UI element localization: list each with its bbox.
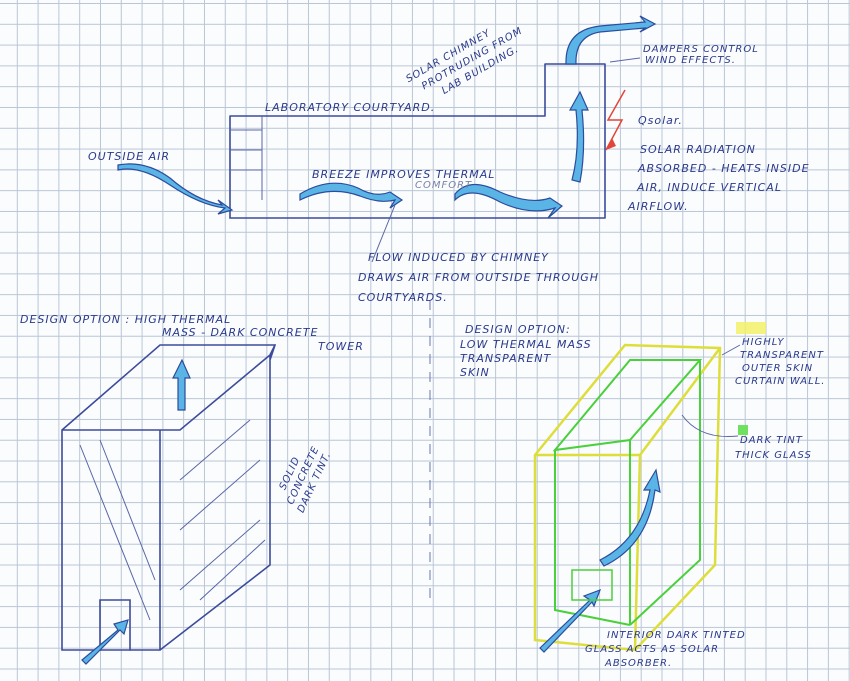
flow-label-line: FLOW INDUCED BY CHIMNEY bbox=[368, 251, 549, 264]
outer-skin-label-line: CURTAIN WALL. bbox=[735, 376, 825, 387]
flow-leader-line bbox=[371, 204, 396, 263]
interior-label-line: GLASS ACTS AS SOLAR bbox=[585, 644, 719, 655]
courtyard-label: LABORATORY COURTYARD. bbox=[265, 101, 435, 114]
lab-building-section bbox=[229, 63, 606, 219]
breeze-label: BREEZE IMPROVES THERMAL bbox=[312, 168, 495, 181]
glass-tower bbox=[533, 322, 766, 653]
left-option-title-line: TOWER bbox=[318, 340, 364, 353]
comfort-label: COMFORT bbox=[415, 180, 472, 191]
solar-radiation-label-line: AIR, INDUCE VERTICAL bbox=[636, 181, 782, 194]
dark-tint-label-line: THICK GLASS bbox=[735, 450, 812, 461]
outer-skin-label-line: HIGHLY bbox=[742, 337, 784, 348]
dampers-label-line: WIND EFFECTS. bbox=[645, 55, 736, 66]
left-option-title-line: DESIGN OPTION : HIGH THERMAL bbox=[20, 313, 231, 326]
solar-radiation-label-line: ABSORBED - HEATS INSIDE bbox=[637, 162, 810, 175]
dampers-label-line: DAMPERS CONTROL bbox=[643, 44, 759, 55]
interior-label-line: INTERIOR DARK TINTED bbox=[607, 630, 746, 641]
interior-label-line: ABSORBER. bbox=[604, 658, 672, 669]
outside-air-label: OUTSIDE AIR bbox=[88, 150, 170, 163]
right-option-title-line: SKIN bbox=[460, 366, 490, 379]
dark-tint-label-line: DARK TINT bbox=[740, 435, 803, 446]
solar-radiation-label-line: AIRFLOW. bbox=[627, 200, 689, 213]
chimney-label: SOLAR CHIMNEY PROTRUDING FROM LAB BUILDI… bbox=[404, 25, 524, 96]
left-option-title-line: MASS - DARK CONCRETE bbox=[162, 326, 318, 339]
solar-radiation-arrow bbox=[605, 89, 626, 151]
solar-radiation-label-line: SOLAR RADIATION bbox=[640, 143, 756, 156]
air-flow-arrows bbox=[117, 15, 657, 219]
outer-skin-label-line: OUTER SKIN bbox=[742, 363, 813, 374]
outer-skin-label-line: TRANSPARENT bbox=[740, 350, 824, 361]
right-option-title-line: LOW THERMAL MASS bbox=[460, 338, 592, 351]
left-side-label: SOLID CONCRETE DARK TINT. bbox=[278, 445, 334, 515]
right-option-title-line: TRANSPARENT bbox=[460, 352, 552, 365]
flow-label-line: COURTYARDS. bbox=[358, 291, 448, 304]
concrete-tower bbox=[61, 344, 277, 665]
dampers-leader-line bbox=[609, 57, 641, 63]
qsolar-label: Qsolar. bbox=[638, 114, 683, 127]
right-option-title-line: DESIGN OPTION: bbox=[465, 323, 571, 336]
flow-label-line: DRAWS AIR FROM OUTSIDE THROUGH bbox=[358, 271, 599, 284]
